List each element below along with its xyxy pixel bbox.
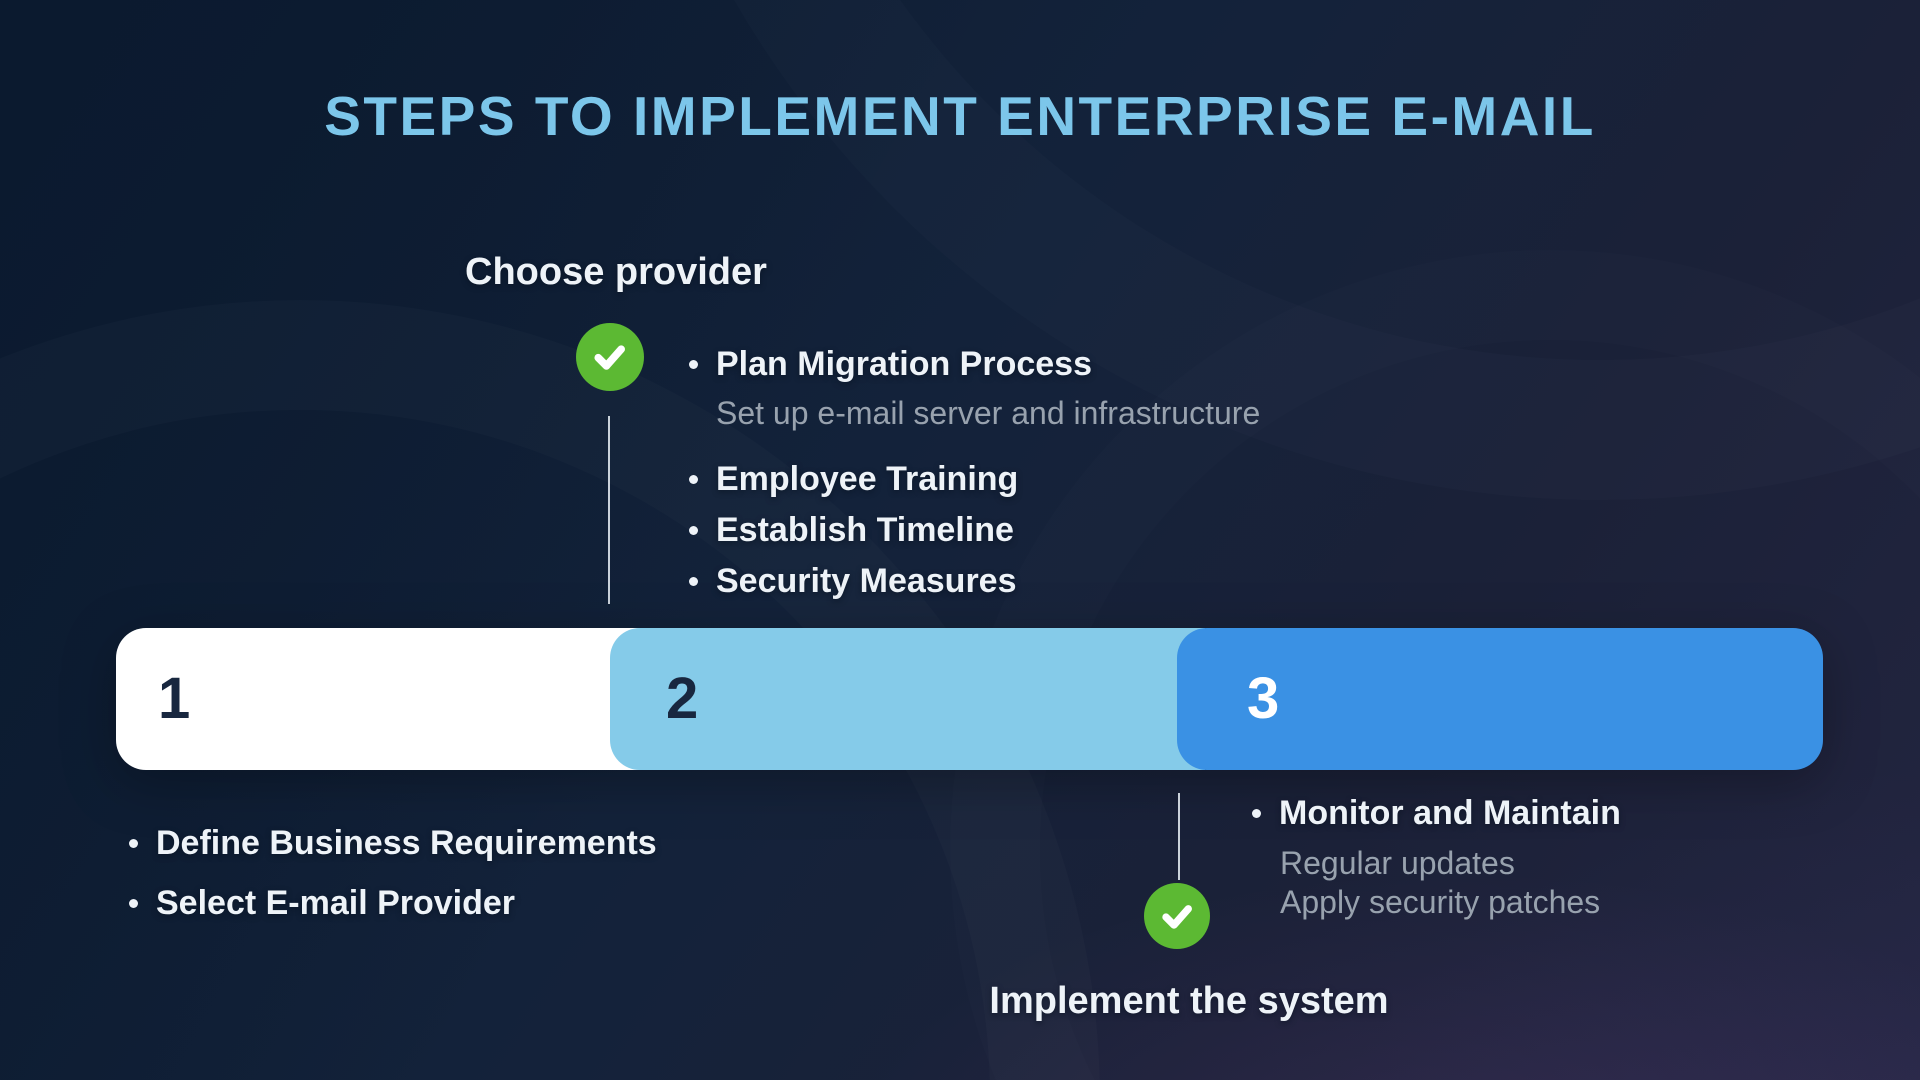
check-icon (576, 323, 644, 391)
segment-number: 1 (158, 666, 191, 731)
list-item-label: Monitor and Maintain (1279, 794, 1621, 832)
segment-number: 3 (1247, 666, 1280, 731)
list-item: Security Measures (689, 561, 1017, 601)
progress-segment-3: 3 (1177, 628, 1823, 770)
list-item: Select E-mail Provider (129, 883, 515, 923)
connector-line (608, 416, 610, 604)
progress-segment-1: 1 (116, 628, 656, 770)
bullet-dot-icon (689, 474, 698, 484)
page-title: STEPS TO IMPLEMENT ENTERPRISE E-MAIL (324, 85, 1596, 147)
list-item-subtext: Apply security patches (1280, 884, 1601, 920)
bullet-dot-icon (689, 576, 698, 586)
checkmark-glyph (1162, 904, 1192, 929)
segment-number: 2 (666, 666, 699, 731)
checkmark-glyph (594, 345, 626, 370)
check-icon (1144, 883, 1210, 949)
list-item-subtext: Regular updates (1280, 845, 1515, 881)
list-item: Establish Timeline (689, 510, 1014, 550)
progress-bar: 1 2 3 (116, 628, 1823, 770)
list-item: Plan Migration Process (689, 344, 1092, 384)
progress-segment-2: 2 (610, 628, 1205, 770)
list-item-label: Select E-mail Provider (156, 884, 516, 922)
bullet-dot-icon (129, 898, 138, 908)
list-item-subtext: Set up e-mail server and infrastructure (716, 395, 1261, 431)
list-item-label: Establish Timeline (716, 511, 1014, 549)
list-item: Monitor and Maintain (1252, 793, 1621, 833)
bullet-dot-icon (129, 838, 138, 848)
step2-label: Choose provider (465, 251, 767, 293)
connector-line (1178, 793, 1180, 880)
list-item-label: Employee Training (716, 460, 1019, 498)
list-item-label: Plan Migration Process (716, 345, 1092, 383)
list-item-label: Security Measures (716, 562, 1017, 600)
list-item: Define Business Requirements (129, 823, 657, 863)
list-item-label: Define Business Requirements (156, 824, 657, 862)
step3-label: Implement the system (989, 980, 1389, 1022)
bullet-dot-icon (689, 525, 698, 535)
bullet-dot-icon (1252, 808, 1261, 818)
bullet-dot-icon (689, 359, 698, 369)
list-item: Employee Training (689, 459, 1018, 499)
